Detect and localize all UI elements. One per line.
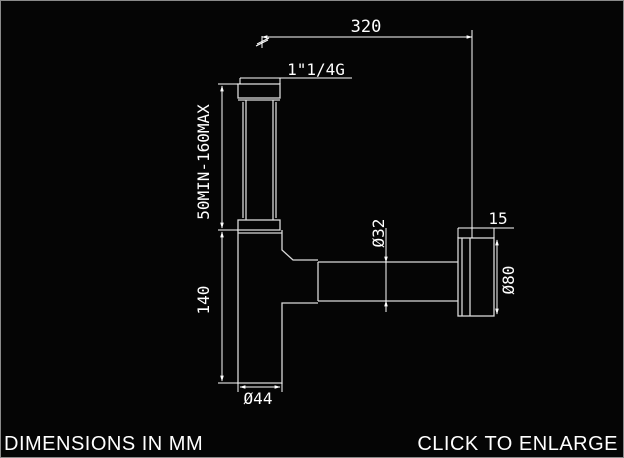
dim-label-thread: 1"1/4G — [287, 60, 345, 79]
bottle-trap-outline — [237, 83, 495, 384]
dim-label-trap-height: 140 — [194, 286, 213, 315]
dim-label-height-range: 50MIN-160MAX — [194, 104, 213, 220]
dimension-lines — [218, 30, 514, 392]
enlarge-link[interactable]: CLICK TO ENLARGE — [417, 433, 618, 455]
dim-label-width: 320 — [351, 17, 382, 37]
dim-label-pipe-diameter: Ø32 — [369, 219, 388, 248]
dim-label-wall-diameter: Ø80 — [499, 266, 518, 295]
trap-body — [237, 230, 318, 384]
top-nut — [237, 83, 281, 99]
collar — [237, 219, 281, 231]
dim-label-body-diameter: Ø44 — [244, 389, 273, 408]
wall-flange — [457, 237, 495, 317]
dim-label-flange: 15 — [488, 209, 507, 228]
units-note: DIMENSIONS IN MM — [4, 433, 204, 455]
